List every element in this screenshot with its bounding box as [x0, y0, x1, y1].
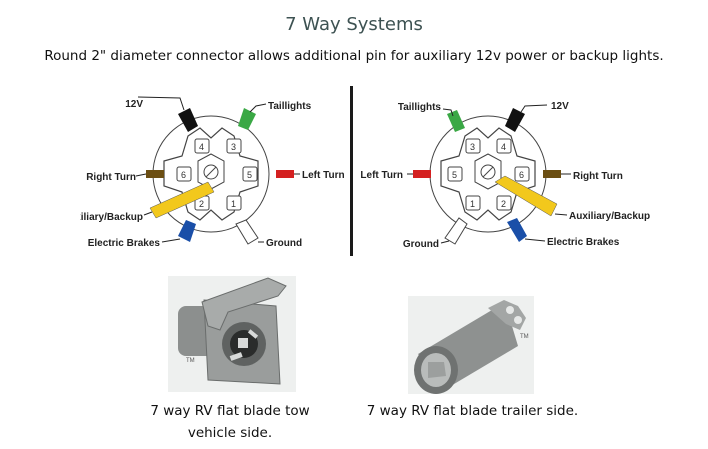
label-electric-brakes: Electric Brakes [547, 237, 620, 248]
label-left-turn: Left Turn [360, 170, 403, 181]
diagram-divider [350, 86, 353, 256]
pin-6-slot [176, 166, 192, 182]
pin-2-slot [496, 195, 512, 211]
page-subtitle: Round 2" diameter connector allows addit… [44, 48, 664, 64]
wire-taillights [238, 108, 256, 130]
tow-vehicle-wiring-diagram: 4 3 6 5 2 1 12V Taillights Right Turn Le… [80, 96, 345, 249]
trademark-mark: TM [186, 358, 195, 364]
wire-auxiliary [149, 181, 215, 219]
label-ground: Ground [403, 239, 439, 250]
tow-vehicle-caption-line2: vehicle side. [187, 425, 273, 441]
pin-4-number: 4 [501, 142, 506, 152]
pin-1-slot [226, 195, 242, 211]
wire-ground [235, 219, 259, 245]
trademark-mark: TM [520, 334, 529, 340]
pin-1-number: 1 [470, 199, 475, 209]
pin-1-number: 1 [231, 199, 236, 209]
pin-3-number: 3 [470, 142, 475, 152]
label-right-turn: Right Turn [86, 172, 136, 183]
pin-5-slot [242, 166, 258, 182]
pin-5-number: 5 [247, 170, 252, 180]
label-ground: Ground [266, 238, 302, 249]
pin-3-slot [465, 138, 481, 154]
pin-4-slot [496, 138, 512, 154]
label-electric-brakes: Electric Brakes [88, 238, 161, 249]
wire-ground [444, 217, 468, 245]
wire-12v [178, 108, 198, 132]
wire-left-turn [413, 170, 431, 178]
trailer-caption: 7 way RV flat blade trailer side. [366, 403, 579, 419]
pin-5-slot [447, 166, 463, 182]
pin-4-slot [194, 138, 210, 154]
wire-brakes [178, 220, 196, 242]
pin-3-number: 3 [231, 142, 236, 152]
wire-brakes [507, 218, 527, 242]
wire-taillights [447, 110, 465, 132]
pin-2-number: 2 [501, 199, 506, 209]
spring-cover [201, 277, 287, 331]
pin-6-number: 6 [181, 170, 186, 180]
pin-5-number: 5 [452, 170, 457, 180]
wire-right-turn [146, 170, 164, 178]
label-left-turn: Left Turn [302, 170, 345, 181]
label-right-turn: Right Turn [573, 171, 623, 182]
tow-vehicle-caption-line1: 7 way RV flat blade tow [150, 403, 310, 419]
wire-left-turn [276, 170, 294, 178]
label-taillights: Taillights [268, 101, 312, 112]
label-taillights: Taillights [398, 102, 442, 113]
tow-vehicle-connector-photo: TM [168, 276, 296, 392]
label-auxiliary-backup: Auxiliary/Backup [80, 212, 143, 223]
wire-right-turn [543, 170, 561, 178]
pin-1-slot [465, 195, 481, 211]
label-12v: 12V [551, 101, 569, 112]
tow-vehicle-caption: 7 way RV flat blade tow vehicle side. [130, 400, 330, 444]
pin-6-number: 6 [519, 170, 524, 180]
pin-3-slot [226, 138, 242, 154]
wire-auxiliary [494, 175, 558, 217]
page-title: 7 Way Systems [285, 14, 423, 35]
wire-12v [505, 108, 525, 132]
label-auxiliary-backup: Auxiliary/Backup [569, 211, 650, 222]
trailer-plug-photo: TM [408, 296, 534, 394]
pin-6-slot [514, 166, 530, 182]
trailer-wiring-diagram: 3 4 5 6 1 2 Taillights 12V Left Turn Rig… [360, 101, 650, 250]
pin-4-number: 4 [199, 142, 204, 152]
label-12v: 12V [125, 99, 143, 110]
pin-2-number: 2 [199, 199, 204, 209]
